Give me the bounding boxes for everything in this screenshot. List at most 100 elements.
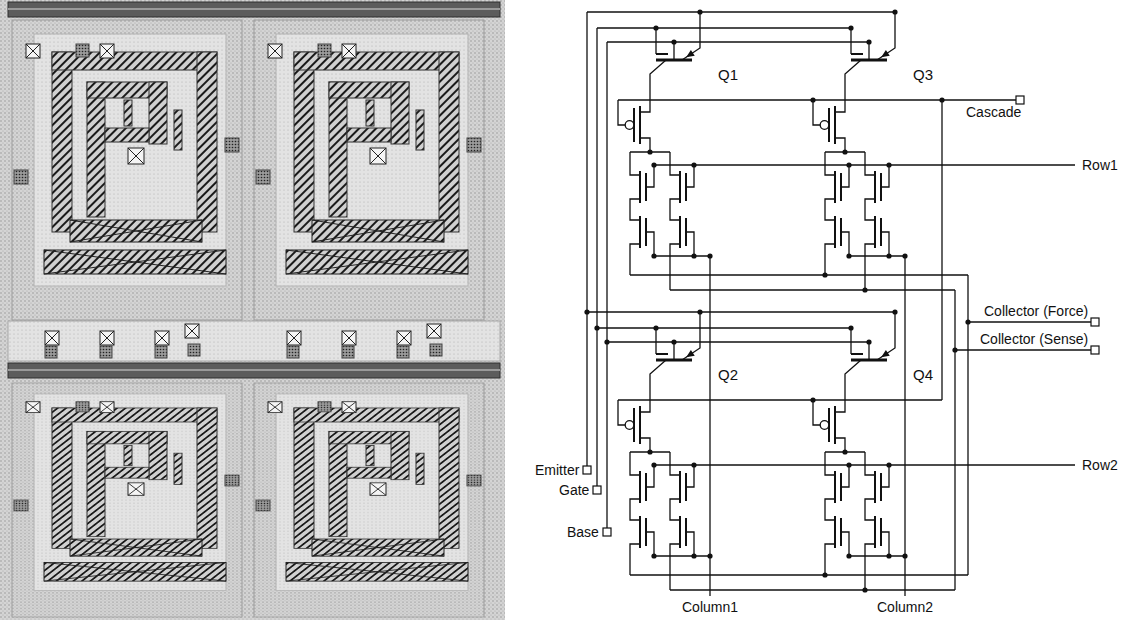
wire	[881, 465, 889, 487]
pin-name: Base	[567, 524, 599, 540]
signal-name: Row1	[1082, 157, 1118, 173]
hatched-region	[366, 445, 374, 465]
junction-dot	[848, 25, 853, 30]
contact-box	[370, 148, 386, 164]
wire	[868, 342, 869, 360]
transistor-label: Q1	[718, 66, 738, 83]
contact-cross	[100, 331, 114, 345]
wire	[597, 27, 851, 28]
wire	[606, 42, 607, 528]
junction-dot	[939, 97, 944, 102]
junction-dot	[822, 572, 827, 577]
wire	[630, 199, 640, 220]
contact-box	[268, 44, 282, 58]
contact-cross	[45, 331, 59, 345]
junction-dot	[842, 449, 847, 454]
nmos-channel	[874, 471, 876, 503]
cell-well	[276, 394, 468, 591]
contact-box	[70, 539, 202, 556]
junction-dot	[862, 587, 867, 592]
contact-cross	[128, 148, 144, 164]
wire	[587, 11, 895, 12]
contact-cross	[26, 44, 40, 58]
hatched-region	[416, 453, 424, 484]
contact-cross	[185, 324, 199, 338]
wire	[813, 100, 820, 125]
emitter-arrow	[686, 350, 695, 357]
nmos-channel	[679, 216, 681, 248]
cell-well	[34, 394, 226, 591]
metal-bar-edge	[8, 8, 500, 10]
via-box	[397, 346, 409, 358]
nmos-channel	[639, 471, 641, 503]
signal-name: Cascade	[966, 104, 1021, 120]
layout-cell	[12, 20, 242, 320]
nmos-channel	[639, 216, 641, 248]
cell-well	[34, 34, 226, 286]
contact-box	[44, 562, 226, 581]
via-box	[318, 402, 331, 412]
via-box	[100, 346, 112, 358]
cell-well	[276, 34, 468, 286]
wire	[877, 12, 895, 60]
wire	[670, 244, 680, 290]
wire	[640, 60, 666, 112]
wire	[955, 349, 1091, 350]
hatched-region	[174, 453, 182, 484]
wire	[597, 327, 851, 328]
layout-illustration	[0, 0, 505, 620]
hatched-region	[197, 408, 217, 548]
emitter-arrow	[881, 350, 890, 357]
junction-dot	[965, 319, 970, 324]
via-box	[188, 344, 200, 356]
contact-cross	[44, 562, 226, 581]
hatched-region	[294, 408, 314, 548]
contact-box	[312, 539, 444, 556]
wire	[618, 100, 625, 125]
wire	[670, 199, 680, 220]
terminal-pad	[1016, 96, 1024, 104]
signal-name: Column2	[877, 599, 933, 615]
contact-box	[370, 483, 386, 495]
wire	[607, 341, 869, 342]
wire	[646, 232, 654, 256]
wire	[849, 255, 905, 256]
junction-dot	[862, 287, 867, 292]
wire	[904, 256, 905, 596]
contact-cross	[70, 539, 202, 556]
wire	[825, 544, 835, 575]
junction-dot	[848, 325, 853, 330]
transistor-label: Q3	[913, 66, 933, 83]
wire	[865, 452, 875, 475]
junction-dot	[594, 325, 599, 330]
junction-dot	[584, 309, 589, 314]
wire	[841, 532, 849, 556]
junction-dot	[651, 162, 656, 167]
wire	[673, 42, 674, 60]
junction-dot	[892, 9, 897, 14]
wire	[835, 360, 861, 412]
schematic	[583, 9, 1099, 596]
contact-box	[342, 331, 356, 345]
via-box	[225, 138, 239, 152]
hatched-region	[52, 52, 72, 232]
wire	[825, 244, 835, 275]
nmos-channel	[679, 516, 681, 548]
wire	[673, 342, 674, 360]
hatched-region	[416, 110, 424, 150]
hatched-region	[439, 408, 459, 548]
hatched-region	[391, 82, 409, 144]
wire	[630, 452, 640, 475]
junction-dot	[846, 462, 851, 467]
contact-box	[397, 331, 411, 345]
cell-ground	[12, 20, 242, 320]
cell-ground	[254, 383, 484, 617]
wire	[655, 28, 656, 54]
contact-cross	[268, 44, 282, 58]
pin-name: Gate	[559, 482, 589, 498]
gate-plate	[656, 353, 668, 355]
pmos-bubble	[625, 121, 634, 130]
wire	[686, 165, 694, 187]
wire	[941, 100, 942, 400]
